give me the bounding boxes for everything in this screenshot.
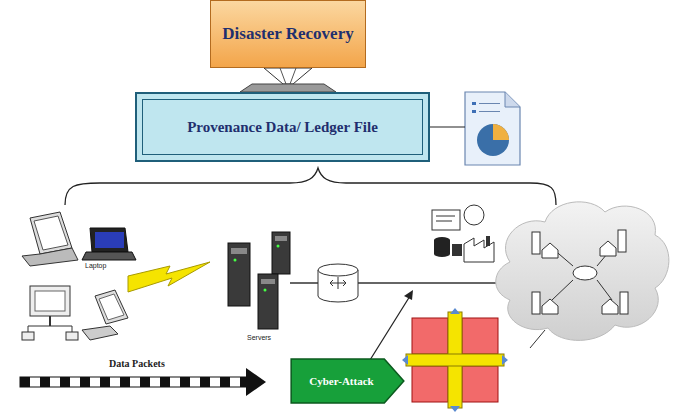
server-icons [228,232,290,329]
attack-chevron: Cyber-Attack [290,358,405,404]
cloud-network [496,202,669,341]
packet-stream [20,377,248,387]
attack-cross-icon [402,308,508,412]
node-text: Cyber-Attack [309,375,373,387]
funnel-connector [240,68,336,92]
bracket [65,168,556,205]
router-icon [318,264,358,302]
ledger-box: Provenance Data/ Ledger File [135,92,430,162]
node-text: Disaster Recovery [222,23,353,44]
enterprise-icons [432,205,494,262]
caption-label: Data Packets [108,358,166,369]
caption-label: Laptop [84,262,107,269]
caption-label: Servers [246,334,272,341]
document-icon [465,92,520,165]
laptop-icons [22,212,136,266]
desktop-icons [22,286,128,340]
node-text: Provenance Data/ Ledger File [187,119,378,136]
wireless-bolt [128,262,210,292]
process-box: Disaster Recovery [210,0,366,68]
